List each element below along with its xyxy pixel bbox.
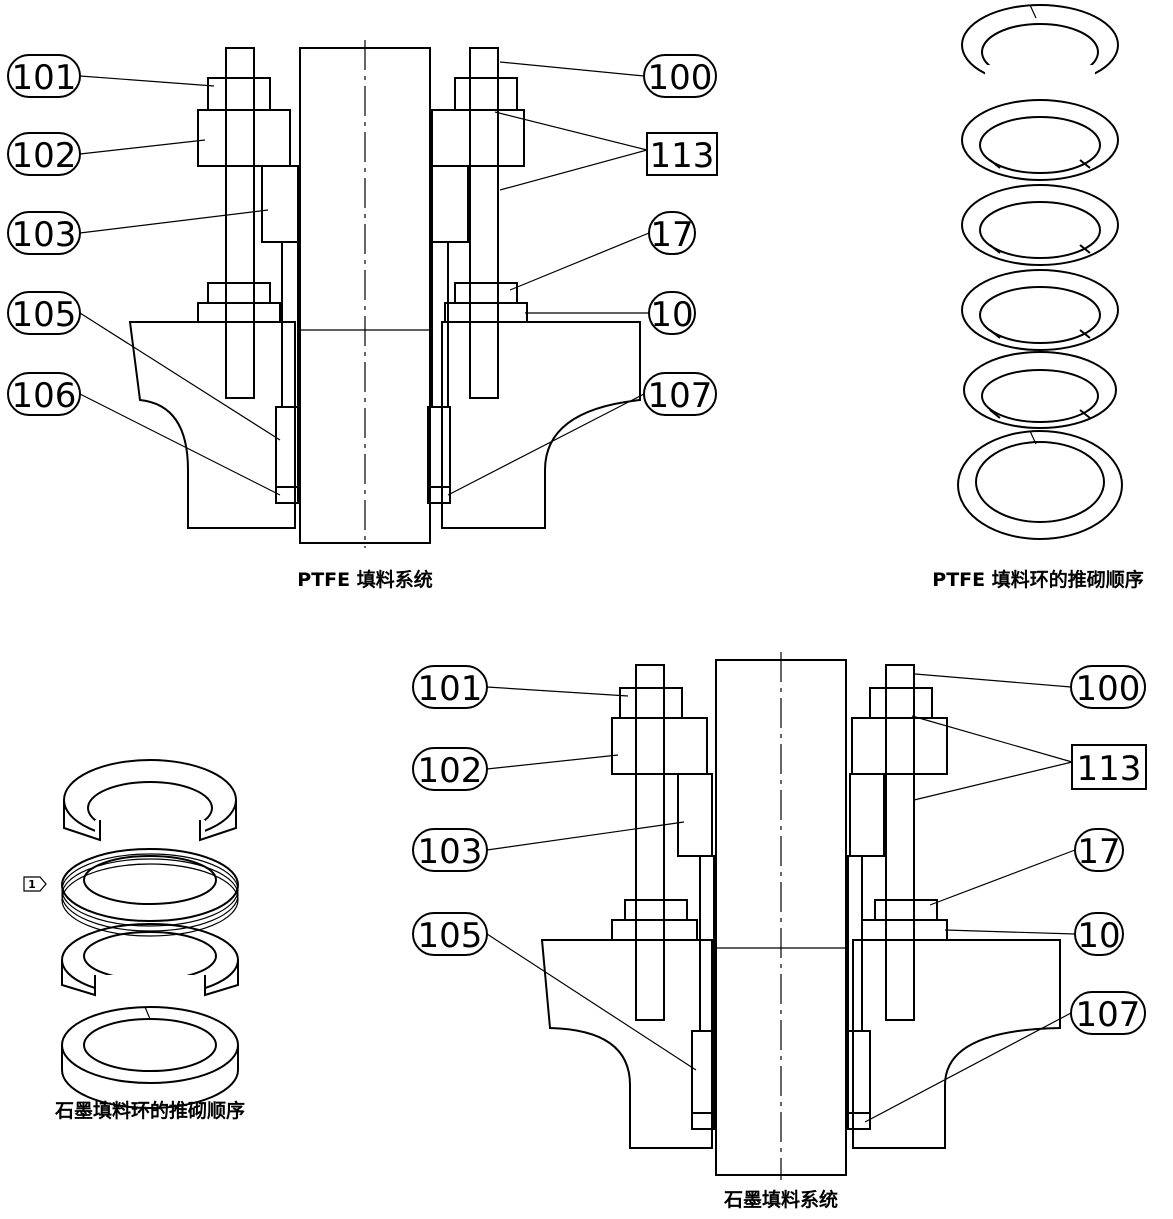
svg-text:103: 103 bbox=[418, 832, 483, 872]
ptfe-lower-nut-left bbox=[207, 282, 271, 304]
graphite-packing-rings-left bbox=[691, 1030, 715, 1114]
ptfe-callout-17: 17 bbox=[509, 211, 696, 291]
ptfe-callout-10: 10 bbox=[525, 291, 696, 335]
ptfe-callout-106: 106 bbox=[7, 372, 281, 496]
graphite-gland-flange-right bbox=[851, 717, 948, 775]
svg-text:106: 106 bbox=[12, 376, 77, 416]
graphite-ring-2 bbox=[61, 848, 239, 937]
ptfe-top-nut-left bbox=[207, 77, 271, 111]
ptfe-system-caption: PTFE 填料系统 bbox=[297, 568, 432, 591]
svg-text:102: 102 bbox=[12, 136, 77, 176]
svg-text:105: 105 bbox=[418, 916, 483, 956]
graphite-top-nut-left bbox=[619, 687, 683, 719]
ptfe-callout-105: 105 bbox=[7, 291, 281, 441]
graphite-washer-left bbox=[611, 919, 698, 941]
graphite-top-nut-right bbox=[869, 687, 933, 719]
svg-text:101: 101 bbox=[12, 58, 77, 98]
graphite-lower-nut-right bbox=[874, 899, 938, 921]
graphite-stud-left bbox=[635, 664, 665, 1021]
ptfe-stud-left bbox=[225, 47, 255, 399]
graphite-bottom-ring-left bbox=[691, 1112, 715, 1130]
svg-text:103: 103 bbox=[12, 215, 77, 255]
ptfe-bottom-ring-right bbox=[427, 486, 451, 504]
graphite-gland-flange-left bbox=[611, 717, 708, 775]
svg-text:102: 102 bbox=[418, 751, 483, 791]
ptfe-bonnet-body bbox=[128, 321, 641, 529]
svg-text:100: 100 bbox=[648, 58, 713, 98]
graphite-stud-right bbox=[885, 664, 915, 1021]
svg-text:17: 17 bbox=[1077, 832, 1120, 872]
graphite-spring-stack-left bbox=[677, 773, 713, 857]
ptfe-callout-103: 103 bbox=[7, 209, 269, 255]
graphite-bottom-ring-right bbox=[847, 1112, 871, 1130]
graphite-bonnet-body bbox=[540, 939, 1061, 1149]
graphite-callout-107: 107 bbox=[864, 991, 1146, 1123]
graphite-callout-101: 101 bbox=[412, 665, 629, 709]
ptfe-ring-stacking-order: PTFE 填料环的推砌顺序 bbox=[932, 4, 1144, 591]
ptfe-spring-stack-right bbox=[431, 165, 469, 243]
graphite-spring-stack-right bbox=[849, 773, 885, 857]
graphite-callout-10: 10 bbox=[944, 912, 1124, 956]
svg-text:17: 17 bbox=[650, 215, 693, 255]
svg-text:10: 10 bbox=[650, 295, 693, 335]
graphite-system-caption: 石墨填料系统 bbox=[723, 1188, 838, 1211]
ptfe-ring-3 bbox=[961, 184, 1119, 266]
ptfe-ring-4 bbox=[961, 269, 1119, 351]
ptfe-ring-6 bbox=[957, 430, 1123, 540]
graphite-gland-follower-right bbox=[847, 855, 863, 1032]
graphite-lower-nut-left bbox=[624, 899, 688, 921]
graphite-ring-3 bbox=[61, 923, 239, 1005]
ptfe-stud-right bbox=[469, 47, 499, 399]
graphite-callout-103: 103 bbox=[412, 821, 685, 872]
ptfe-ring-5 bbox=[963, 351, 1117, 429]
graphite-callout-17: 17 bbox=[929, 828, 1124, 906]
graphite-packing-assembly: 101 102 103 105 100 113 bbox=[412, 652, 1147, 1211]
graphite-callout-105: 105 bbox=[412, 912, 697, 1071]
ptfe-washer-left bbox=[197, 302, 281, 323]
svg-text:107: 107 bbox=[1076, 995, 1141, 1035]
ptfe-gland-flange-left bbox=[197, 109, 291, 167]
svg-text:113: 113 bbox=[650, 136, 715, 176]
graphite-marker-1: 1 bbox=[23, 876, 47, 892]
ptfe-packing-assembly: 101 102 103 105 106 100 bbox=[7, 40, 718, 591]
graphite-callout-100: 100 bbox=[914, 665, 1146, 709]
ptfe-callout-102: 102 bbox=[7, 132, 206, 176]
ptfe-spring-stack-left bbox=[261, 165, 299, 243]
svg-text:10: 10 bbox=[1077, 916, 1120, 956]
graphite-ring-4 bbox=[61, 1006, 239, 1109]
svg-text:107: 107 bbox=[648, 376, 713, 416]
ptfe-ring-2 bbox=[961, 99, 1119, 181]
svg-text:105: 105 bbox=[12, 295, 77, 335]
ptfe-rings-caption: PTFE 填料环的推砌顺序 bbox=[932, 568, 1143, 591]
graphite-washer-right bbox=[861, 919, 948, 941]
ptfe-gland-follower-right bbox=[431, 241, 449, 408]
graphite-rings-caption: 石墨填料环的推砌顺序 bbox=[54, 1099, 245, 1122]
graphite-packing-rings-right bbox=[847, 1030, 871, 1114]
graphite-callout-113: 113 bbox=[911, 715, 1147, 801]
graphite-ring-1 bbox=[63, 759, 237, 845]
ptfe-washer-right bbox=[444, 302, 528, 323]
svg-text:100: 100 bbox=[1076, 669, 1141, 709]
svg-text:113: 113 bbox=[1077, 749, 1142, 789]
ptfe-callout-100: 100 bbox=[499, 54, 717, 98]
ptfe-ring-1 bbox=[961, 4, 1119, 95]
ptfe-bottom-ring-left bbox=[275, 486, 299, 504]
graphite-ring-stacking-order: 1 石墨填料环的推砌顺序 bbox=[23, 759, 245, 1122]
ptfe-top-nut-right bbox=[454, 77, 518, 111]
ptfe-callout-101: 101 bbox=[7, 54, 215, 98]
ptfe-gland-flange-right bbox=[431, 109, 525, 167]
svg-text:1: 1 bbox=[28, 878, 36, 891]
svg-text:101: 101 bbox=[418, 669, 483, 709]
ptfe-callout-107: 107 bbox=[447, 372, 717, 496]
ptfe-packing-rings-right bbox=[427, 406, 451, 488]
ptfe-lower-nut-right bbox=[454, 282, 518, 304]
ptfe-callout-113: 113 bbox=[494, 111, 718, 191]
graphite-callout-102: 102 bbox=[412, 747, 619, 791]
